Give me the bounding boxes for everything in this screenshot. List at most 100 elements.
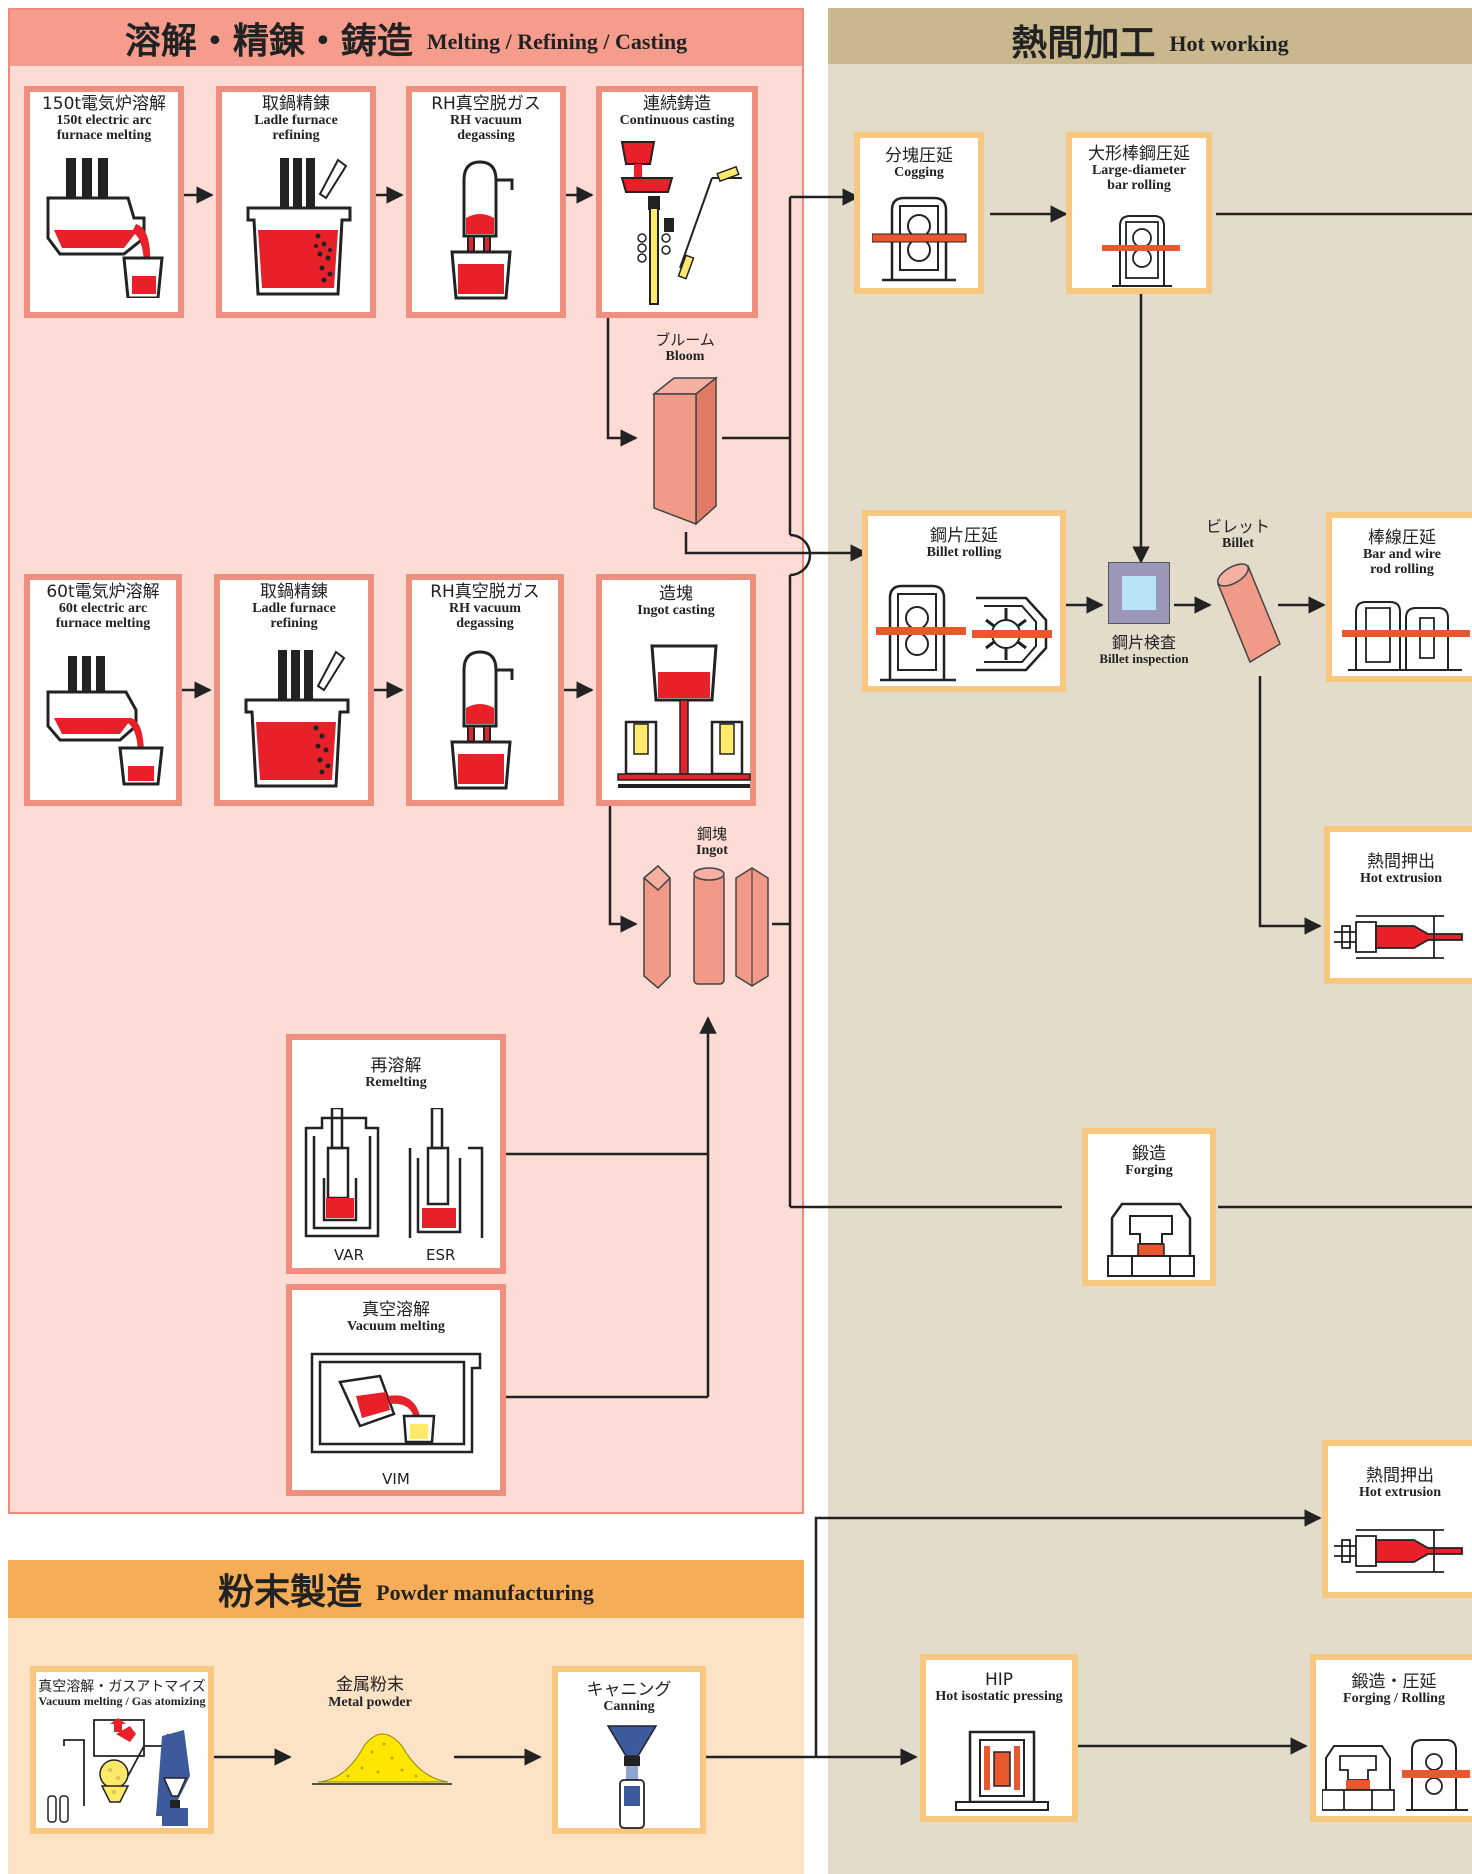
process-forging-rolling: 鍛造・圧延 Forging / Rolling — [1310, 1654, 1472, 1822]
process-remelting: 再溶解 Remelting VAR ESR — [286, 1034, 506, 1274]
cogging-jp: 分塊圧延 — [885, 146, 953, 166]
process-bar-wire-rolling: 棒線圧延 Bar and wire rod rolling — [1326, 512, 1472, 682]
bloom-block-icon — [651, 376, 719, 526]
process-ingot-casting: 造塊 Ingot casting — [596, 574, 756, 806]
process-hip: HIP Hot isostatic pressing — [920, 1654, 1078, 1822]
remelting-jp: 再溶解 — [370, 1056, 422, 1076]
hip-vessel-icon — [955, 1730, 1049, 1811]
process-billet-rolling: 鋼片圧延 Billet rolling — [862, 510, 1066, 692]
melting-section-header — [10, 10, 802, 66]
wire-mill-icon — [1342, 601, 1470, 671]
forging-jp: 鍛造 — [1132, 1144, 1166, 1164]
vm-en1: Vacuum melting — [347, 1318, 445, 1334]
eaf60-en2: furnace melting — [55, 615, 151, 631]
rolling-mill-icon-2 — [1102, 215, 1180, 287]
process-large-bar-rolling: 大形棒鋼圧延 Large-diameter bar rolling — [1066, 132, 1212, 294]
process-ladle-2: 取鍋精錬 Ladle furnace refining — [214, 574, 374, 806]
remelting-en1: Remelting — [365, 1074, 427, 1090]
billetroll-jp: 鋼片圧延 — [930, 526, 998, 546]
vim-chamber-icon — [310, 1352, 482, 1454]
gas-atomizer-icon — [47, 1718, 190, 1826]
hotext1-jp: 熱間押出 — [1367, 852, 1435, 872]
atomize-jp: 真空溶解・ガスアトマイズ — [38, 1679, 206, 1695]
ladle-furnace-icon — [246, 158, 352, 296]
process-forging: 鍛造 Forging — [1082, 1128, 1216, 1286]
ladle1-en2: refining — [272, 127, 320, 143]
rolling-mill-icon — [872, 196, 967, 282]
metal-powder-label: 金属粉末 Metal powder — [300, 1676, 440, 1710]
process-continuous-casting: 連続鋳造 Continuous casting — [596, 86, 758, 318]
billet-icon — [1216, 563, 1281, 664]
largebar-en1: Large-diameter — [1091, 162, 1187, 178]
billet-jp: ビレット — [1205, 517, 1270, 536]
rh1-jp: RH真空脱ガス — [431, 94, 541, 114]
canning-en1: Canning — [603, 1698, 655, 1714]
eaf150-en2: furnace melting — [56, 127, 152, 143]
var-label: VAR — [334, 1246, 364, 1264]
process-hot-extrusion-2: 熱間押出 Hot extrusion — [1322, 1440, 1472, 1598]
barwire-en1: Bar and wire — [1362, 546, 1442, 562]
billetroll-en1: Billet rolling — [926, 544, 1002, 560]
extrusion-press-icon-2 — [1334, 1529, 1463, 1573]
eaf60-en1: 60t electric arc — [58, 600, 148, 616]
hip-jp: HIP — [984, 1670, 1014, 1690]
billet-inspection-jp: 鋼片検査 — [1111, 633, 1176, 652]
barwire-jp: 棒線圧延 — [1368, 528, 1436, 548]
process-canning: キャニング Canning — [552, 1666, 706, 1834]
hotext1-en1: Hot extrusion — [1359, 870, 1443, 886]
process-vacuum-melting: 真空溶解 Vacuum melting VIM — [286, 1284, 506, 1496]
eaf150-jp: 150t電気炉溶解 — [41, 94, 167, 114]
process-eaf60: 60t電気炉溶解 60t electric arc furnace meltin… — [24, 574, 182, 806]
metal-powder-pile-icon — [312, 1733, 452, 1785]
ingot-mold-icon — [617, 644, 751, 788]
vm-jp: 真空溶解 — [362, 1300, 430, 1320]
bloom-label: ブルーム Bloom — [630, 332, 740, 364]
cc-en1: Continuous casting — [619, 112, 735, 128]
rh-degasser-icon-2 — [450, 650, 514, 790]
melting-title-jp: 溶解・精錬・鋳造 — [124, 21, 413, 62]
forging-press-icon — [1107, 1202, 1195, 1277]
largebar-jp: 大形棒鋼圧延 — [1088, 144, 1190, 164]
ladle-furnace-icon-2 — [244, 650, 350, 788]
canning-icon — [606, 1725, 658, 1829]
rh2-en1: RH vacuum — [449, 600, 521, 616]
forging-en1: Forging — [1125, 1162, 1173, 1178]
ingot-label: 鋼塊 Ingot — [680, 826, 744, 858]
ingotcast-en1: Ingot casting — [637, 602, 715, 618]
esr-label: ESR — [426, 1246, 456, 1264]
rh2-en2: degassing — [456, 615, 514, 631]
process-cogging: 分塊圧延 Cogging — [854, 132, 984, 294]
continuous-caster-icon — [620, 141, 742, 305]
atomize-en1: Vacuum melting / Gas atomizing — [38, 1693, 206, 1708]
bloom-en: Bloom — [665, 348, 705, 364]
canning-jp: キャニング — [586, 1680, 672, 1700]
barwire-en2: rod rolling — [1370, 561, 1434, 577]
bloom-jp: ブルーム — [655, 331, 715, 349]
process-ladle-1: 取鍋精錬 Ladle furnace refining — [216, 86, 376, 318]
process-hot-extrusion-1: 熱間押出 Hot extrusion — [1324, 826, 1472, 984]
forging-rolling-icon — [1322, 1739, 1470, 1811]
billet-inspection-label: 鋼片検査 Billet inspection — [1084, 634, 1204, 666]
powder-section-header — [8, 1560, 804, 1618]
billet-mill-icon — [876, 584, 1052, 682]
hot-title-en: Hot working — [1169, 31, 1289, 56]
powder-title-en: Powder manufacturing — [376, 1580, 594, 1605]
forgroll-en1: Forging / Rolling — [1343, 1690, 1445, 1706]
rh2-jp: RH真空脱ガス — [430, 582, 540, 602]
process-eaf150: 150t電気炉溶解 150t electric arc furnace melt… — [24, 86, 184, 318]
largebar-en2: bar rolling — [1107, 177, 1171, 193]
melting-title-en: Melting / Refining / Casting — [426, 29, 688, 54]
var-esr-icon — [304, 1108, 484, 1238]
ingot-en: Ingot — [696, 842, 728, 858]
billet-inspection-en: Billet inspection — [1099, 650, 1189, 666]
powder-title-jp: 粉末製造 — [218, 1572, 363, 1613]
rh-degasser-icon — [450, 160, 514, 300]
rh1-en1: RH vacuum — [450, 112, 522, 128]
hot-title-jp: 熱間加工 — [1011, 23, 1156, 64]
eaf60-jp: 60t電気炉溶解 — [46, 582, 160, 602]
ladle1-jp: 取鍋精錬 — [262, 94, 330, 114]
ingotcast-jp: 造塊 — [659, 584, 693, 604]
ingot-pieces-icon — [642, 864, 769, 990]
metal-powder-en: Metal powder — [328, 1694, 412, 1710]
eaf150-en1: 150t electric arc — [56, 112, 152, 128]
